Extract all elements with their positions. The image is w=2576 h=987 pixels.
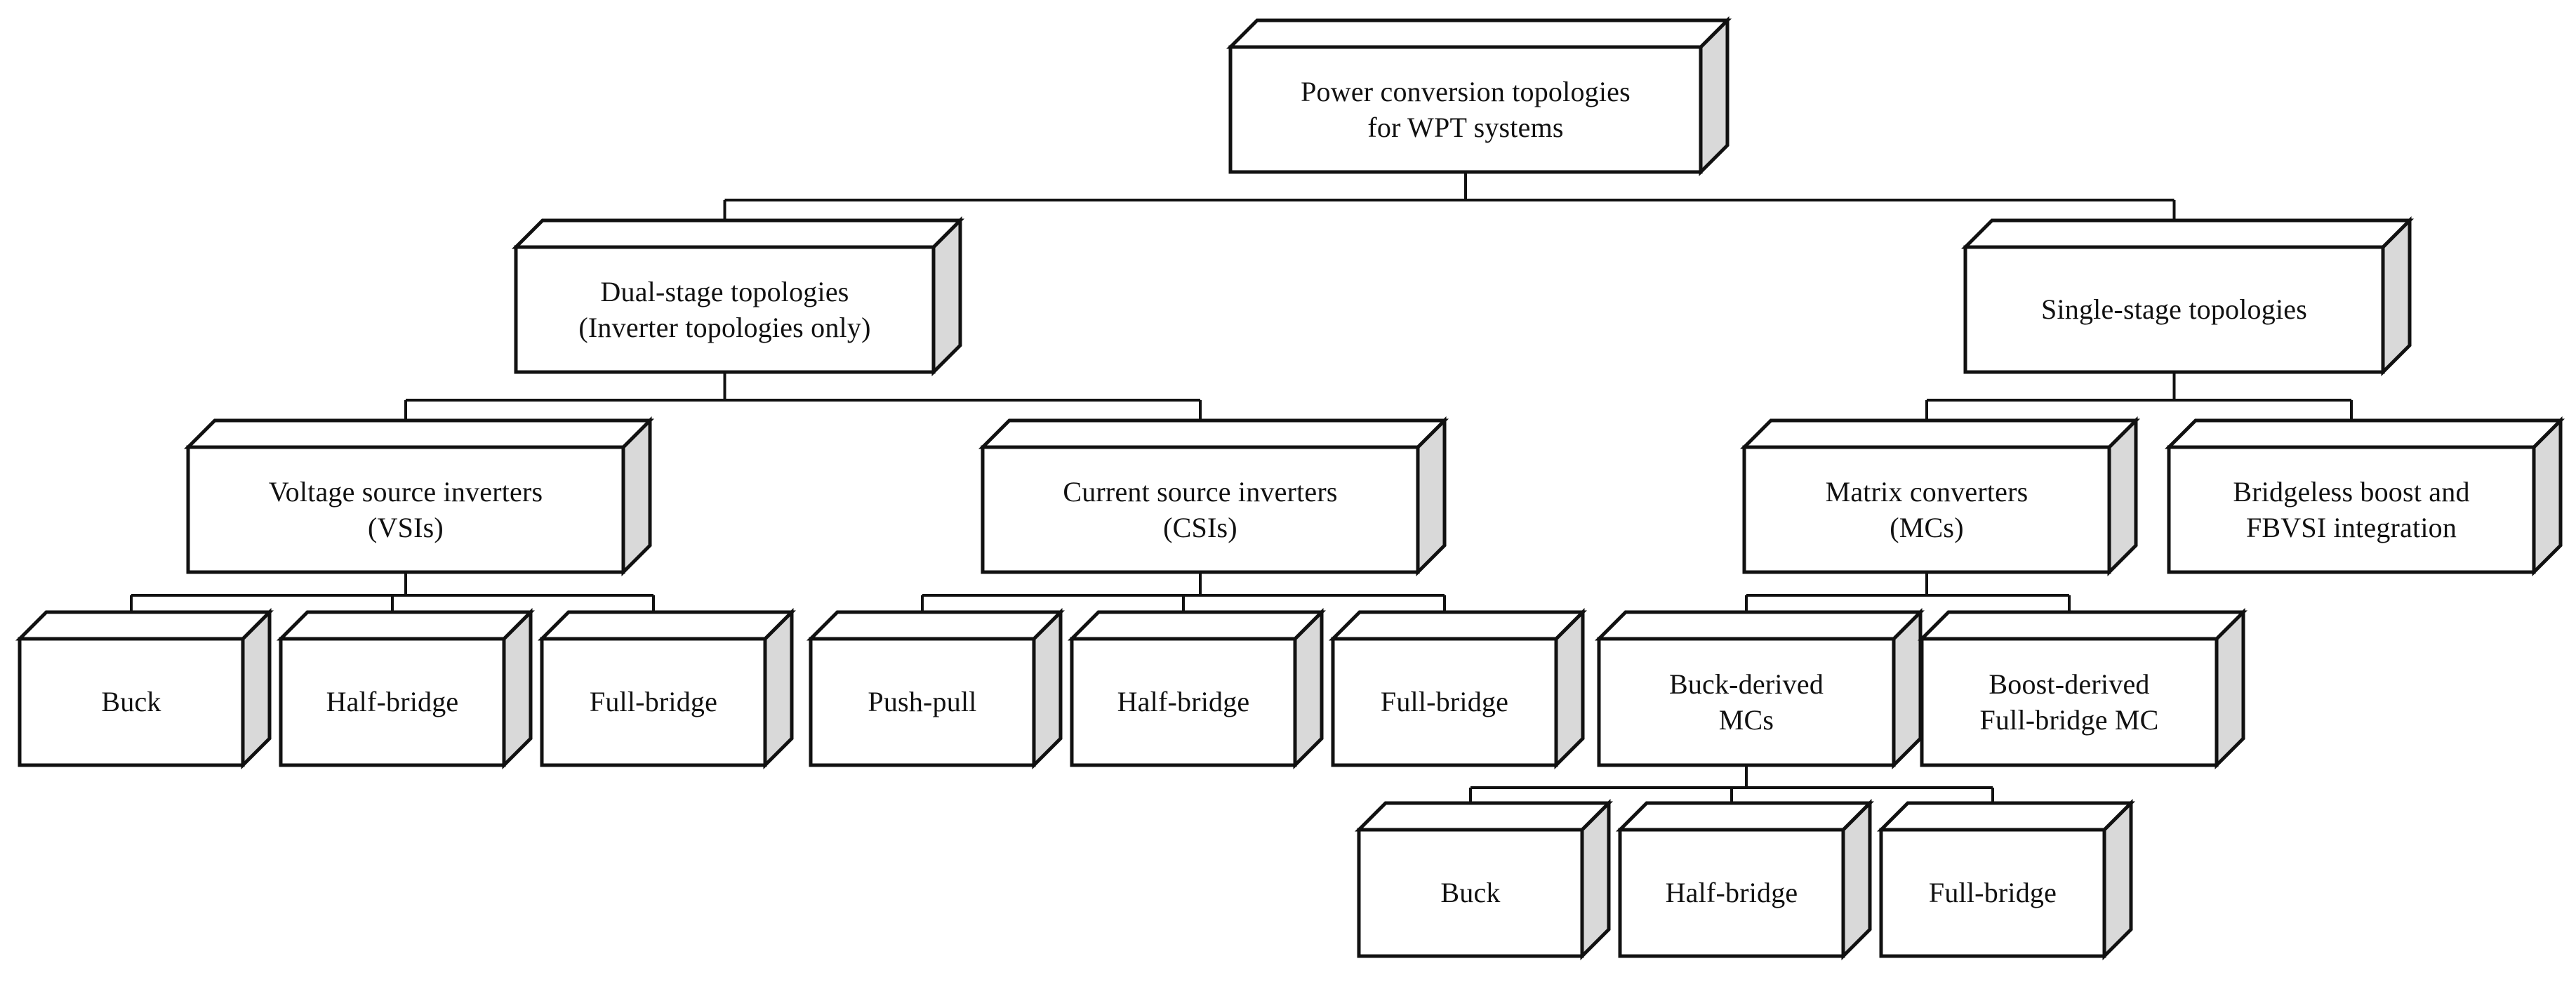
box-top-face <box>15 610 274 641</box>
node-box-vsi-buck[interactable] <box>15 607 274 770</box>
box-top-face <box>1960 218 2415 249</box>
node-box-csi-full-bridge[interactable] <box>1328 607 1588 770</box>
node-boxes-layer <box>15 15 2565 961</box>
box-front-face <box>186 445 625 574</box>
box-front-face <box>981 445 1420 574</box>
box-top-face <box>1594 610 1925 641</box>
box-top-face <box>511 218 965 249</box>
box-front-face <box>1963 245 2385 374</box>
box-front-face <box>540 637 767 767</box>
node-box-mc-full-bridge[interactable] <box>1876 798 2136 961</box>
node-box-mc[interactable] <box>1739 416 2141 577</box>
box-top-face <box>183 418 655 449</box>
node-box-vsi-full-bridge[interactable] <box>537 607 797 770</box>
box-top-face <box>978 418 1449 449</box>
box-top-face <box>1876 801 2136 832</box>
box-top-face <box>806 610 1065 641</box>
box-top-face <box>1354 801 1614 832</box>
box-front-face <box>1597 637 1896 767</box>
box-front-face <box>1618 828 1845 958</box>
node-box-buck-derived-mcs[interactable] <box>1594 607 1925 770</box>
box-front-face <box>1228 45 1703 174</box>
node-box-mc-half-bridge[interactable] <box>1615 798 1875 961</box>
box-front-face <box>2167 445 2536 574</box>
box-front-face <box>1879 828 2106 958</box>
box-front-face <box>809 637 1036 767</box>
box-front-face <box>279 637 506 767</box>
box-top-face <box>1917 610 2248 641</box>
box-top-face <box>1739 418 2141 449</box>
box-front-face <box>1742 445 2111 574</box>
box-front-face <box>1331 637 1558 767</box>
node-box-bridgeless[interactable] <box>2164 416 2565 577</box>
node-box-csi-push-pull[interactable] <box>806 607 1065 770</box>
box-top-face <box>1067 610 1327 641</box>
box-front-face <box>18 637 245 767</box>
box-top-face <box>1615 801 1875 832</box>
node-box-mc-buck[interactable] <box>1354 798 1614 961</box>
node-box-single-stage[interactable] <box>1960 216 2415 377</box>
box-top-face <box>1328 610 1588 641</box>
connector-edges-layer <box>128 172 2374 826</box>
node-box-vsi-half-bridge[interactable] <box>276 607 536 770</box>
node-box-vsi[interactable] <box>183 416 655 577</box>
node-box-csi-half-bridge[interactable] <box>1067 607 1327 770</box>
node-box-dual-stage[interactable] <box>511 216 965 377</box>
box-top-face <box>537 610 797 641</box>
box-front-face <box>514 245 936 374</box>
node-box-csi[interactable] <box>978 416 1449 577</box>
box-front-face <box>1357 828 1584 958</box>
node-box-root[interactable] <box>1226 15 1732 177</box>
box-top-face <box>276 610 536 641</box>
box-top-face <box>2164 418 2565 449</box>
box-front-face <box>1920 637 2219 767</box>
node-box-boost-derived-fb-mc[interactable] <box>1917 607 2248 770</box>
box-top-face <box>1226 18 1732 49</box>
box-front-face <box>1070 637 1297 767</box>
